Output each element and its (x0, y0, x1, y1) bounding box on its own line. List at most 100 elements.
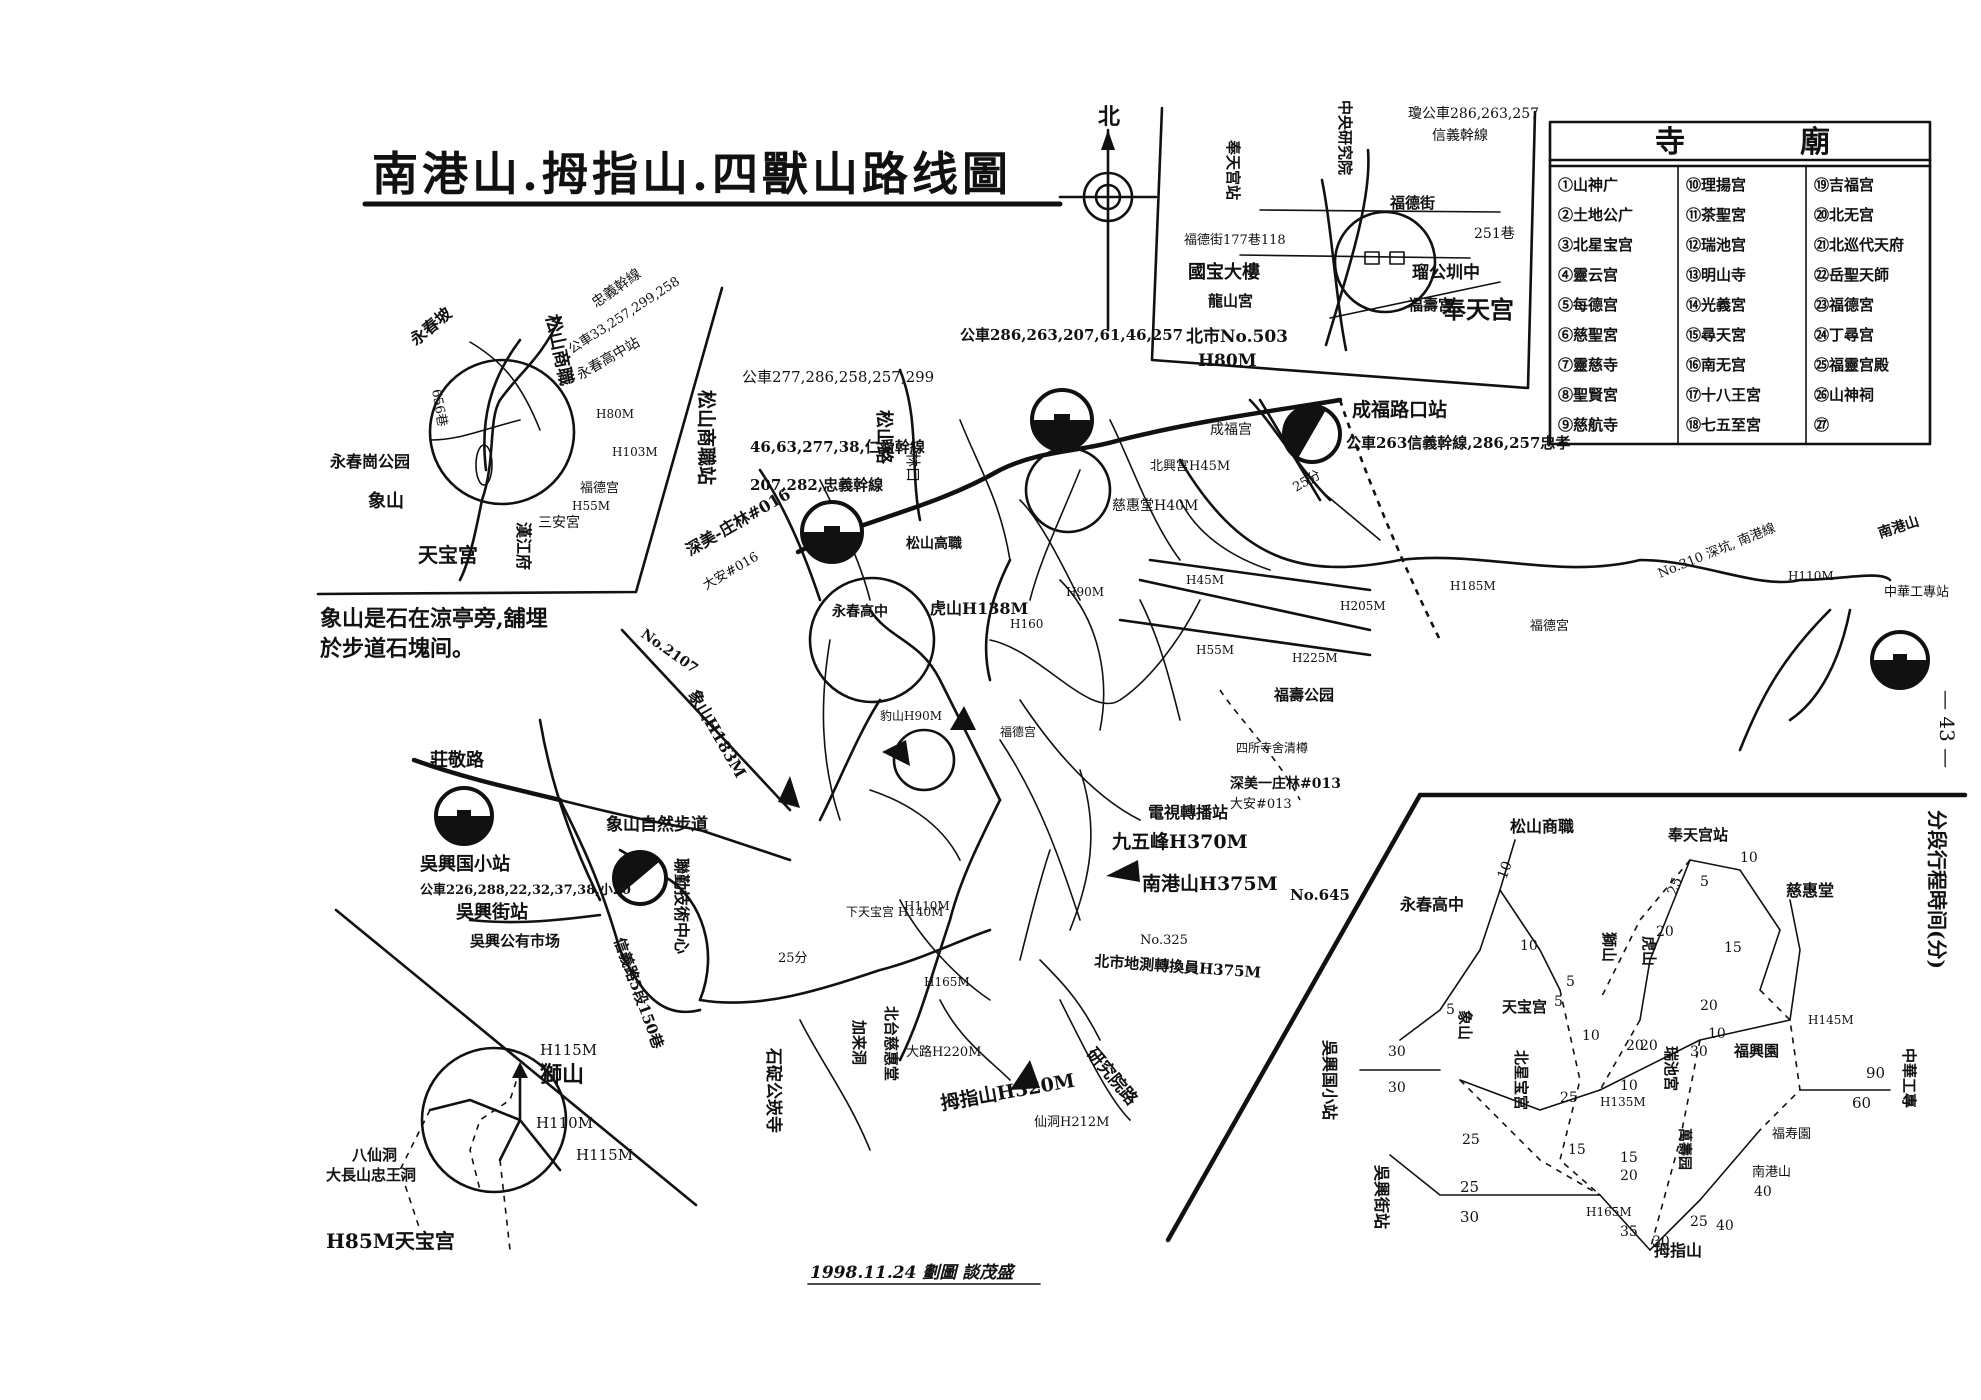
inset-ne: 奉天宫站 中央研究院 瓊公車286,263,257 信義幹線 福德街 福德街17… (1150, 100, 1539, 390)
segment-time: 15 (1620, 1150, 1638, 1166)
temple-columns: ①山神广②土地公广③北星宝宫④靈云宫⑤每德宫⑥慈聖宮⑦靈慈寺⑧聖賢宮⑨慈航寺⑩理… (1558, 176, 1904, 434)
place-label: 大安#016 (701, 550, 762, 594)
temple-entry: ㉒岳聖天師 (1814, 266, 1889, 284)
inset-nw-label: 漢江府 (514, 522, 533, 570)
place-label: 林口 (904, 452, 922, 482)
peak-label: 拇指山H320M (939, 1070, 1076, 1115)
place-label: 下天宝宫 H140M (846, 904, 943, 919)
segment-time-diagram: 分段行程時间(分) 松山商職 永春高中 奉天宫站 慈惠堂 (1165, 792, 1968, 1260)
segment-node: 福寿園 (1772, 1127, 1811, 1142)
inset-nw-label: 永春崗公园 (329, 452, 410, 471)
place-label: 25分 (1291, 468, 1324, 496)
bus-stop-label: 207,282,忠義幹線 (750, 476, 883, 494)
place-label: 石碇公崁寺 (763, 1047, 784, 1133)
segment-time: 25 (1665, 875, 1686, 897)
temple-entry: ④靈云宫 (1558, 266, 1618, 284)
inset-ne-label: 信義幹線 (1432, 127, 1488, 144)
bus-stop-label: 公車277,286,258,257,299 (742, 368, 934, 386)
place-label: 南港山 (1876, 513, 1921, 542)
peak-icon (882, 740, 910, 766)
peak-markers (778, 706, 1140, 1090)
temple-entry: ⑲吉福宫 (1814, 176, 1874, 194)
inset-ne-label: H80M (1198, 351, 1257, 371)
inset-nw-label: H103M (612, 445, 658, 459)
segment-node: H145M (1808, 1013, 1854, 1027)
inset-nw-label: 福德宫 (580, 481, 619, 496)
segment-time: 10 (1740, 850, 1758, 866)
bus-stop-markers (434, 388, 1930, 906)
compass-icon: 北 (1058, 104, 1158, 332)
bus-stop-icon (612, 850, 668, 906)
temple-entry: ㉗ (1814, 416, 1829, 434)
peak-label: 豹山H90M (880, 708, 942, 723)
segment-node: 福興園 (1733, 1042, 1779, 1060)
segment-time: 5 (1566, 974, 1575, 990)
bus-stop-icon (1282, 404, 1342, 464)
segment-node: 拇指山 (1654, 1241, 1702, 1260)
segment-time: 20 (1640, 1038, 1658, 1054)
temple-entry: ㉓福德宮 (1814, 296, 1874, 314)
inset-sw-label: H115M (576, 1146, 633, 1164)
segment-node: 象山 (1456, 1010, 1474, 1040)
peak-icon (778, 776, 800, 808)
map-title-block: 南港山.拇指山.四獸山路线圖 (362, 147, 1063, 207)
inset-nw-label: 三安宮 (538, 515, 580, 531)
segment-node: 萬壽园 (1676, 1128, 1693, 1170)
inset-ne-label: 福德街177巷118 (1184, 233, 1286, 248)
segment-time: 20 (1700, 998, 1718, 1014)
place-label: 福壽公园 (1273, 686, 1334, 704)
place-label: 北台慈惠堂 (882, 1006, 900, 1081)
bus-stop-label: 吳興街站 (456, 901, 528, 923)
segment-time: 25 (1460, 1178, 1479, 1196)
segment-time: 30 (1460, 1208, 1479, 1226)
temple-entry: ㉑北巡代天府 (1814, 236, 1904, 254)
segment-time: 15 (1568, 1142, 1586, 1158)
segment-node: 獅山 (1600, 931, 1618, 962)
bus-stop-label: 莊敬路 (430, 749, 485, 771)
peak-icon (1106, 860, 1140, 882)
temple-entry: ①山神广 (1558, 176, 1618, 194)
place-label: H110M (1788, 569, 1834, 583)
bus-stop-icon (434, 786, 494, 846)
segment-time: 5 (1700, 874, 1709, 890)
segment-node: 吳興街站 (1372, 1164, 1391, 1229)
segment-diagram-title: 分段行程時间(分) (1925, 810, 1949, 969)
main-map-roads (411, 368, 1892, 1151)
inset-nw-label: H55M (572, 499, 610, 513)
bus-stop-icon (800, 500, 864, 564)
place-label: 大安#013 (1230, 797, 1292, 812)
place-label: 松山路 (873, 410, 895, 465)
place-label: 四所寺舍清樽 (1236, 740, 1308, 755)
segment-node: 中華工專 (1900, 1048, 1918, 1108)
segment-time: 40 (1754, 1184, 1772, 1200)
segment-time: 10 (1520, 938, 1538, 954)
place-label: 深美一庄林#013 (1230, 775, 1341, 792)
inset-sw-label: 大長山忠王洞 (326, 1166, 416, 1184)
segment-time: 30 (1388, 1044, 1406, 1060)
inset-ne-label: 國宝大樓 (1188, 261, 1260, 283)
place-label: No.2107 (638, 626, 701, 677)
place-label: 聯勤技術中心 (672, 858, 691, 954)
segment-time: 60 (1852, 1094, 1871, 1112)
place-label: 北興宫H45M (1150, 459, 1230, 474)
place-label: 研究院路 (1082, 1044, 1142, 1110)
temple-entry: ⑯南无宫 (1686, 356, 1746, 374)
place-label: H225M (1292, 651, 1338, 665)
place-label: 象山H183M (685, 687, 751, 782)
temple-entry: ⑬明山寺 (1686, 266, 1746, 284)
segment-time: 5 (1446, 1002, 1455, 1018)
segment-time: 20 (1620, 1168, 1638, 1184)
place-label: 北市地測轉換員H375M (1094, 952, 1262, 982)
place-label: 25分 (778, 951, 808, 966)
place-label: 松山高職 (906, 535, 962, 552)
segment-node: H135M (1600, 1095, 1646, 1109)
inset-sw: H115M 獅山 H110M H115M 八仙洞 大長山忠王洞 H85M天宝宫 (326, 908, 698, 1253)
segment-node: 北星宝宫 (1512, 1050, 1530, 1110)
temple-legend-header: 廟 (1800, 125, 1830, 160)
temple-entry: ⑳北无宫 (1814, 206, 1874, 224)
segment-node: H165M (1586, 1205, 1632, 1219)
place-label: 福德宮 (1530, 618, 1569, 634)
peak-label: 九五峰H370M (1111, 830, 1248, 853)
segment-node-labels: 松山商職 永春高中 奉天宫站 慈惠堂 虎山 獅山 天宝宫 象山 吳興国小站 吳興… (1320, 817, 1918, 1260)
